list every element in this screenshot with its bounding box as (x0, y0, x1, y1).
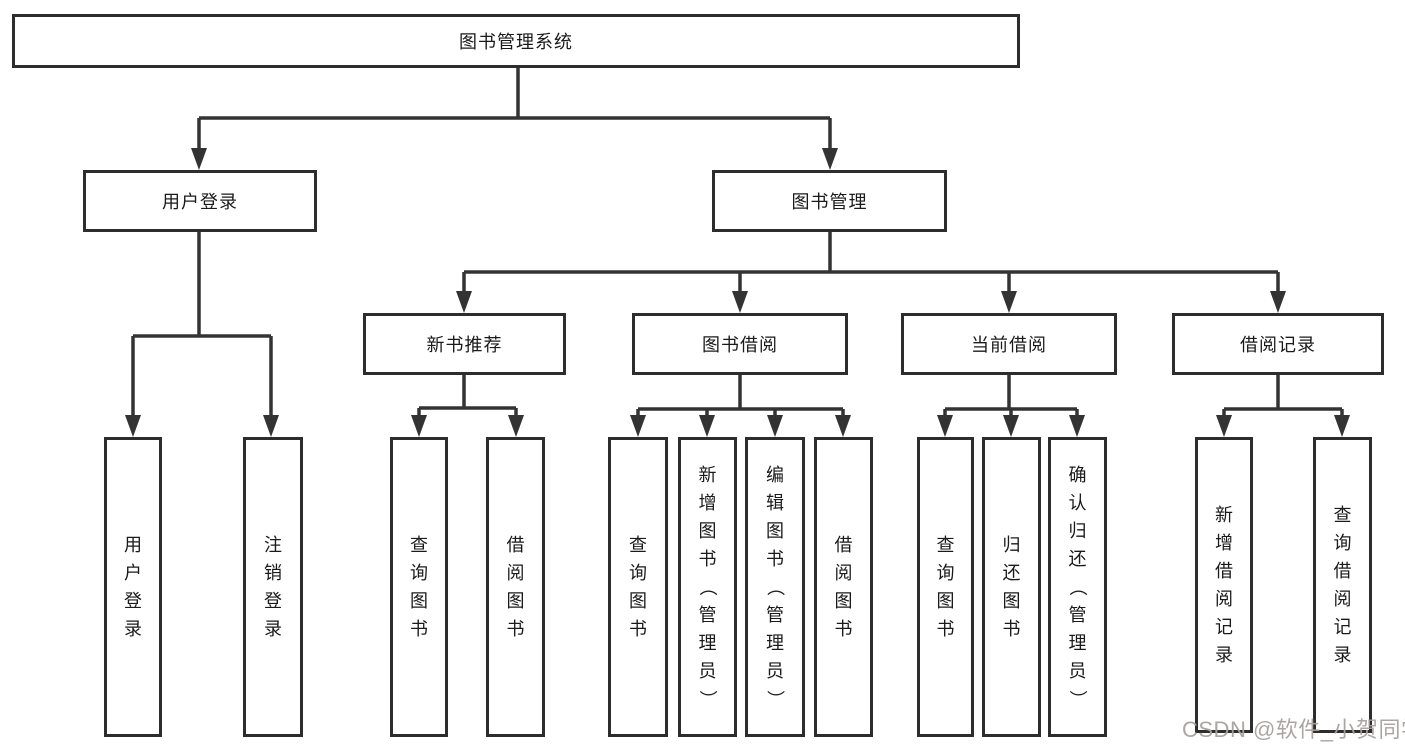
node-add-books-admin: 新增图书（管理员） (678, 437, 737, 737)
arrow-down-icon (732, 291, 748, 313)
node-label: 确认归还（管理员） (1067, 465, 1088, 708)
arrow-down-icon (508, 415, 524, 437)
node-label: 借阅图书 (506, 535, 525, 639)
arrow-down-icon (1270, 291, 1286, 313)
connector-root-to-level2 (197, 68, 832, 150)
arrow-down-icon (1334, 415, 1350, 437)
arrow-down-icon (191, 148, 207, 170)
node-label: 编辑图书（管理员） (765, 465, 785, 708)
node-label: 当前借阅 (971, 335, 1047, 355)
arrow-down-icon (937, 415, 953, 437)
arrow-down-icon (125, 415, 141, 437)
arrow-down-icon (263, 415, 279, 437)
node-user-login: 用户登录 (83, 170, 317, 232)
arrow-down-icon (699, 415, 715, 437)
node-query-books-recommend: 查询图书 (390, 437, 448, 737)
arrow-down-icon (1069, 415, 1085, 437)
node-label: 图书管理系统 (459, 32, 573, 52)
node-label: 查询图书 (936, 535, 955, 639)
node-label: 借阅记录 (1240, 335, 1316, 355)
node-borrowing-records: 借阅记录 (1172, 313, 1384, 375)
node-user-login-action: 用户登录 (104, 437, 162, 737)
node-borrow-books-recommend: 借阅图书 (486, 437, 545, 737)
node-edit-books-admin: 编辑图书（管理员） (745, 437, 805, 737)
arrow-down-icon (1001, 291, 1017, 313)
node-book-management: 图书管理 (712, 170, 947, 232)
node-label: 注销登录 (264, 535, 282, 639)
connector-recommend-children (417, 375, 518, 417)
connector-userlogin-children (131, 232, 273, 417)
connector-records-children (1222, 375, 1344, 417)
node-label: 新书推荐 (426, 335, 503, 355)
arrow-down-icon (456, 291, 472, 313)
node-label: 查询借阅记录 (1333, 505, 1352, 665)
node-label: 归还图书 (1002, 535, 1021, 639)
node-return-books: 归还图书 (982, 437, 1041, 737)
csdn-watermark: CSDN @软件_小贺同学 (1182, 717, 1405, 742)
node-label: 图书借阅 (702, 335, 778, 355)
node-label: 查询图书 (629, 535, 647, 639)
node-query-borrow-record: 查询借阅记录 (1313, 437, 1372, 733)
node-logout-action: 注销登录 (243, 437, 303, 737)
node-label: 新增图书（管理员） (697, 465, 718, 708)
arrow-down-icon (1216, 415, 1232, 437)
node-new-book-recommendation: 新书推荐 (363, 313, 566, 375)
node-confirm-return-admin: 确认归还（管理员） (1048, 437, 1107, 737)
arrow-down-icon (767, 415, 783, 437)
connector-borrow-children (636, 375, 845, 417)
node-query-books-current: 查询图书 (917, 437, 974, 737)
arrow-down-icon (630, 415, 646, 437)
node-current-borrowing: 当前借阅 (901, 313, 1117, 375)
arrow-down-icon (411, 415, 427, 437)
node-label: 借阅图书 (834, 535, 853, 639)
node-borrow-books-action: 借阅图书 (814, 437, 873, 737)
arrow-down-icon (822, 148, 838, 170)
node-label: 新增借阅记录 (1215, 505, 1233, 665)
arrow-down-icon (835, 415, 851, 437)
node-label: 查询图书 (410, 535, 428, 639)
connector-current-children (943, 375, 1079, 417)
node-label: 图书管理 (791, 192, 868, 212)
node-query-books-borrow: 查询图书 (608, 437, 668, 737)
node-add-borrow-record: 新增借阅记录 (1195, 437, 1253, 733)
connector-bookmgmt-children (462, 232, 1280, 293)
node-label: 用户登录 (124, 535, 142, 639)
node-book-borrowing: 图书借阅 (632, 313, 848, 375)
arrow-down-icon (1003, 415, 1019, 437)
node-library-system: 图书管理系统 (12, 14, 1020, 68)
node-label: 用户登录 (162, 192, 238, 212)
